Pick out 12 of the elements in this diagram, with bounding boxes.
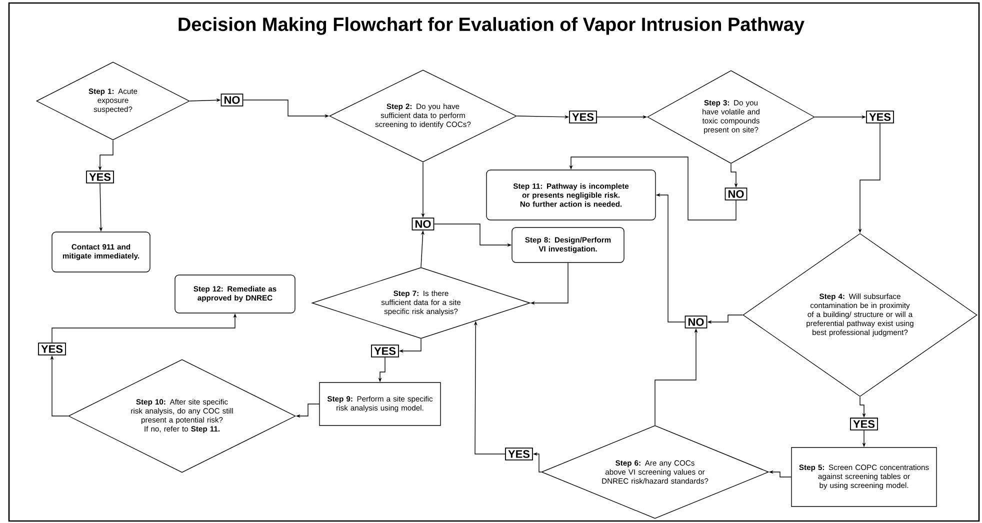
answer-tag: NO — [220, 94, 244, 106]
answer-tag: YES — [850, 418, 878, 430]
title: Decision Making Flowchart for Evaluation of Vapor Intrusion Pathway — [178, 17, 804, 35]
answer-tag: NO — [412, 218, 434, 230]
answer-tag: NO — [724, 188, 748, 200]
answer-tag: YES — [86, 170, 114, 184]
answer-tag: YES — [866, 110, 894, 124]
answer-tag: YES — [569, 110, 597, 124]
answer-tag: YES — [38, 342, 66, 356]
answer-tag: YES — [505, 448, 533, 460]
answer-tag: YES — [371, 344, 399, 358]
answer-tag: NO — [684, 316, 708, 328]
